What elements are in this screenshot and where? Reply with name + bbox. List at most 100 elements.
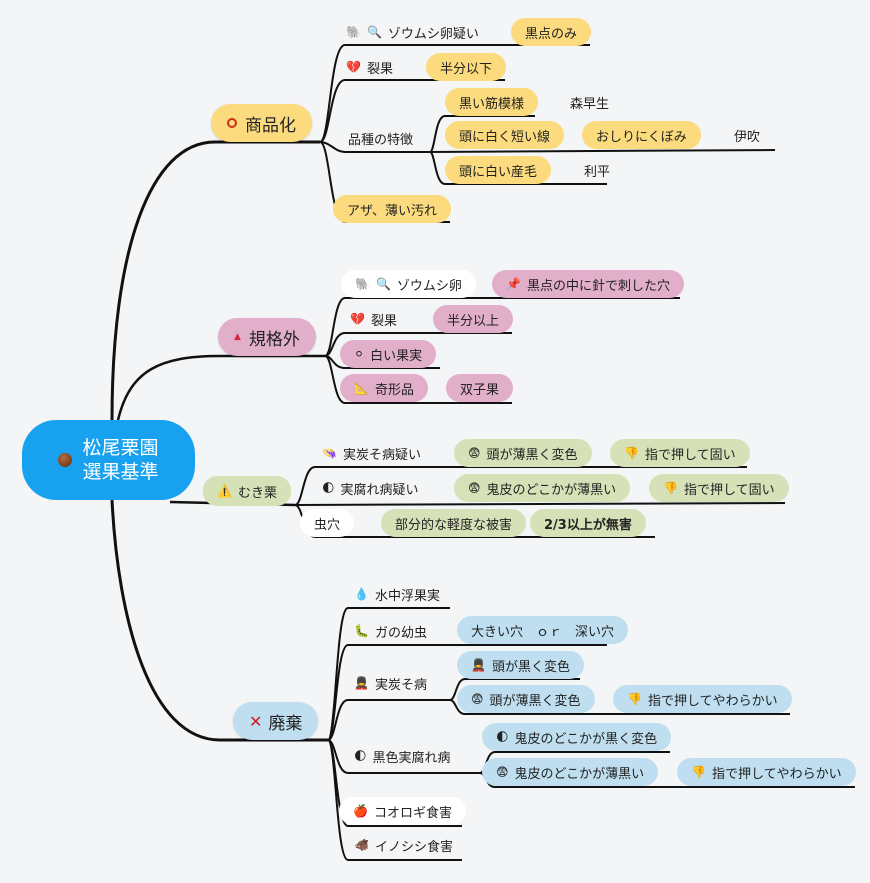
branch-offspec[interactable]: ▲ 規格外 [218,318,316,356]
node-partial-damage[interactable]: 部分的な軽度な被害 [381,509,527,537]
node-shell-darkish[interactable]: 😨 鬼皮のどこかが薄黒い [454,474,631,502]
node-label: 裂果 [370,313,397,329]
node-label: 半分以下 [440,61,493,77]
node-variety-ibuki[interactable]: 伊吹 [730,121,764,149]
node-white-short-line[interactable]: 頭に白く短い線 [445,121,565,149]
moon-icon: 🌓 [322,481,335,495]
node-hard-to-press[interactable]: 👎 指で押して固い [610,439,750,467]
node-label: 大きい穴 ｏｒ 深い穴 [471,624,615,640]
node-label: 実炭そ病 [374,677,427,693]
node-label: 黒点のみ [525,26,578,42]
node-label: 指で押して固い [683,482,775,498]
node-moth-larva[interactable]: 🐛 ガの幼虫 [350,617,431,645]
branch-discard[interactable]: ✕ 廃棄 [233,702,319,740]
elephant-icon: 🐘 [346,25,361,39]
node-deformed[interactable]: 📐 奇形品 [340,374,428,402]
node-black-stripes[interactable]: 黒い筋模様 [445,88,539,116]
branch-peeled[interactable]: ⚠️ むき栗 [203,476,291,506]
node-variety-morizase[interactable]: 森早生 [566,88,613,116]
node-label: 実腐れ病疑い [340,482,419,498]
node-shell-black[interactable]: 🌓 鬼皮のどこかが黒く変色 [482,723,672,751]
thumbs-down-icon: 👎 [663,481,678,495]
node-label: 鬼皮のどこかが薄黒い [514,766,645,782]
node-black-rot[interactable]: 🌓 黒色実腐れ病 [350,742,455,770]
fearful-face-icon: 😨 [496,765,509,779]
node-head-black[interactable]: 💂 頭が黒く変色 [457,651,584,679]
node-insect-hole[interactable]: 虫穴 [300,509,355,537]
magnifier-icon: 🔍 [375,277,391,291]
node-black-dot-only[interactable]: 黒点のみ [511,18,592,46]
node-white-fuzz[interactable]: 頭に白い産毛 [445,156,552,184]
broken-heart-icon: 💔 [350,312,365,326]
node-big-or-deep-hole[interactable]: 大きい穴 ｏｒ 深い穴 [457,616,629,644]
node-label: 指で押して固い [644,447,736,463]
node-label: 品種の特徴 [348,132,414,148]
node-half-or-less[interactable]: 半分以下 [426,53,507,81]
fearful-face-icon: 😨 [471,692,484,706]
node-twin-fruit[interactable]: 双子果 [446,374,514,402]
connector-line [319,141,430,153]
node-label: 実炭そ病疑い [342,447,421,463]
node-weevil-egg[interactable]: 🐘 🔍 ゾウムシ卵 [341,270,476,298]
connector-line [449,678,580,701]
root-node[interactable]: 松尾栗園 選果基準 [22,420,195,500]
node-label: 頭が薄黒く変色 [489,693,581,709]
node-label: ゾウムシ卵 [396,278,462,294]
node-floating-fruit[interactable]: 💧 水中浮果実 [350,580,444,608]
thumbs-down-icon: 👎 [627,692,642,706]
node-label: 黒点の中に針で刺した穴 [526,278,670,294]
guard-icon: 💂 [471,658,486,672]
node-variety-traits[interactable]: 品種の特徴 [344,124,417,152]
node-crack[interactable]: 💔 裂果 [342,53,397,81]
node-soft-to-press[interactable]: 👎 指で押してやわらかい [613,685,792,713]
node-cricket-damage[interactable]: 🍎 コオロギ食害 [339,797,466,825]
node-bottom-dent[interactable]: おしりにくぼみ [582,121,701,149]
magnifier-icon: 🔍 [366,25,382,39]
thumbs-down-icon: 👎 [691,765,706,779]
branch-label: 廃棄 [268,713,303,734]
node-label: 2/3以上が無害 [544,517,632,533]
node-two-thirds-ok[interactable]: 2/3以上が無害 [530,509,646,537]
node-rot-suspect[interactable]: 🌓 実腐れ病疑い [318,474,423,502]
node-label: 水中浮果実 [374,588,440,604]
branch-commercial[interactable]: 商品化 [211,104,312,142]
node-label: 虫穴 [314,517,341,533]
node-anthracnose-suspect[interactable]: 👒 実炭そ病疑い [318,439,425,467]
node-half-or-more[interactable]: 半分以上 [433,305,514,333]
connector-root-offspec [116,354,325,421]
connector-line [324,355,512,404]
boar-icon: 🐗 [354,838,369,852]
node-boar-damage[interactable]: 🐗 イノシシ食害 [350,831,457,859]
node-label: 黒色実腐れ病 [372,750,451,766]
node-soft-to-press-2[interactable]: 👎 指で押してやわらかい [677,758,856,786]
moon-icon: 🌓 [354,749,367,763]
node-label: 伊吹 [734,129,761,145]
node-label: アザ、薄い汚れ [347,203,437,219]
node-crack-offspec[interactable]: 💔 裂果 [346,305,401,333]
node-head-darkish[interactable]: 😨 頭が薄黒く変色 [457,685,595,713]
node-shell-darkish-discard[interactable]: 😨 鬼皮のどこかが薄黒い [482,758,659,786]
white-circle-icon: ⚪ [354,347,365,361]
node-variety-rihei[interactable]: 利平 [580,156,614,184]
node-weevil-suspect[interactable]: 🐘 🔍 ゾウムシ卵疑い [342,18,483,46]
caterpillar-icon: 🐛 [354,624,369,638]
node-white-fruit[interactable]: ⚪ 白い果実 [340,340,437,368]
connector-line [429,149,776,153]
branch-label: むき栗 [237,485,277,501]
node-pin-hole[interactable]: 📌 黒点の中に針で刺した穴 [492,270,684,298]
node-label: 双子果 [460,382,500,398]
node-hard-to-press-2[interactable]: 👎 指で押して固い [649,474,789,502]
node-head-darkened[interactable]: 😨 頭が薄黒く変色 [454,439,592,467]
connector-line [319,79,505,143]
node-label: 部分的な軽度な被害 [395,517,513,533]
node-label: ガの幼虫 [374,625,427,641]
node-label: 頭が薄黒く変色 [486,447,578,463]
node-label: 指で押してやわらかい [647,693,778,709]
fearful-face-icon: 😨 [468,446,481,460]
node-bruise[interactable]: アザ、薄い汚れ [333,195,451,223]
chestnut-icon [58,453,73,467]
node-anthracnose[interactable]: 💂 実炭そ病 [350,669,431,697]
node-label: 奇形品 [374,382,414,398]
warning-icon: ⚠️ [217,484,232,498]
node-label: 鬼皮のどこかが薄黒い [486,482,617,498]
